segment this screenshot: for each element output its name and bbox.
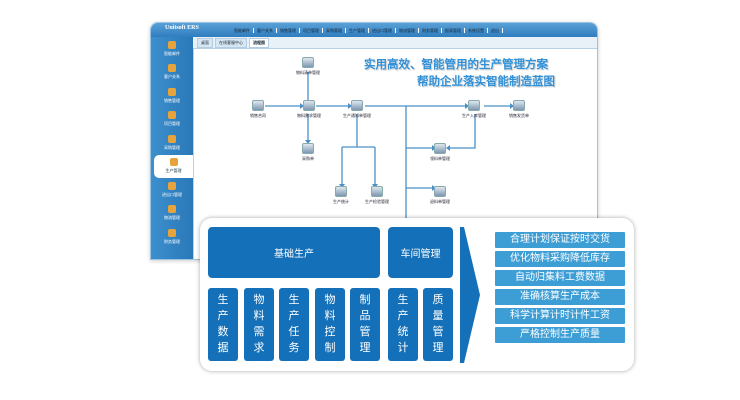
group-workshop: 车间管理 xyxy=(386,225,455,280)
delivery-icon xyxy=(513,100,525,111)
mrp-icon xyxy=(303,100,315,111)
purchase-icon xyxy=(168,134,176,143)
project-icon xyxy=(168,111,176,120)
nav-item[interactable]: 进出口管理 xyxy=(369,28,396,33)
nav-item-logout[interactable]: 退出 xyxy=(488,28,503,33)
return-icon xyxy=(434,186,446,197)
node-mrp[interactable]: 物料需求管理 xyxy=(284,100,334,119)
finance-icon xyxy=(168,228,176,237)
customer-icon xyxy=(168,64,176,73)
benefit-item: 严格控制生产质量 xyxy=(495,327,625,343)
tab-desktop[interactable]: 桌面 xyxy=(197,37,213,48)
logistics-icon xyxy=(168,205,176,214)
node-return[interactable]: 退料单管理 xyxy=(415,186,465,205)
header-bar: Unitsoft ERS 智能邮件客户关系销售管理项目管理采购管理生产管理进出口… xyxy=(151,23,597,37)
nav-item[interactable]: 智能邮件 xyxy=(231,28,254,33)
sidebar-item[interactable]: 财务管理 xyxy=(151,225,193,249)
benefit-item: 准确核算生产成本 xyxy=(495,289,625,305)
node-purchase[interactable]: 采购单 xyxy=(283,143,333,162)
mail-icon xyxy=(168,40,176,49)
nav-item[interactable]: 销售管理 xyxy=(277,28,300,33)
stock-in-icon xyxy=(468,100,480,111)
benefit-item: 合理计划保证按时交货 xyxy=(495,232,625,248)
headline-line1: 实用高效、智能管用的生产管理方案 xyxy=(364,57,548,71)
production-icon xyxy=(169,158,178,167)
group-basic-production: 基础生产 xyxy=(206,225,382,280)
node-sales-contract[interactable]: 销售合同 xyxy=(233,100,283,119)
flowchart-area xyxy=(193,49,597,259)
nav-item[interactable]: 客户关系 xyxy=(254,28,277,33)
node-notice[interactable]: 生产通知单管理 xyxy=(332,100,382,119)
benefit-item: 科学计算计时计件工资 xyxy=(495,308,625,324)
sidebar-item[interactable]: 采购管理 xyxy=(151,131,193,155)
module-column: 质量管理 xyxy=(423,288,453,361)
nav-item[interactable]: 采购管理 xyxy=(323,28,346,33)
sidebar-item[interactable]: 物流管理 xyxy=(151,202,193,226)
module-column: 生产任务 xyxy=(279,288,309,361)
nav-item[interactable]: 系统设置 xyxy=(465,28,488,33)
headline-line2: 帮助企业落实智能制造蓝图 xyxy=(417,74,555,88)
nav-item[interactable]: 项目管理 xyxy=(300,28,323,33)
import-export-icon xyxy=(168,181,176,190)
stats-icon xyxy=(335,186,347,197)
module-column: 物料需求 xyxy=(244,288,274,361)
node-inspection[interactable]: 生产检验管理 xyxy=(352,186,402,205)
sidebar: 智能邮件 客户关系 销售管理 项目管理 采购管理 生产管理 进出口管理 物流管理… xyxy=(151,37,193,259)
node-stock-in[interactable]: 生产入库管理 xyxy=(449,100,499,119)
node-delivery[interactable]: 销售发货单 xyxy=(494,100,544,119)
top-nav: 智能邮件客户关系销售管理项目管理采购管理生产管理进出口管理物流管理财务管理报表管… xyxy=(231,28,503,33)
inspection-icon xyxy=(371,186,383,197)
node-picking[interactable]: 领料单管理 xyxy=(415,143,465,162)
module-column: 制品管理 xyxy=(350,288,380,361)
notice-icon xyxy=(351,100,363,111)
sidebar-item[interactable]: 智能邮件 xyxy=(151,37,193,61)
nav-item[interactable]: 物流管理 xyxy=(396,28,419,33)
sales-icon xyxy=(168,87,176,96)
tab-bar: 桌面 在线客服中心 流程图 xyxy=(193,37,597,49)
bom-icon xyxy=(302,57,314,68)
sidebar-item[interactable]: 进出口管理 xyxy=(151,178,193,202)
node-bom[interactable]: 物料清单管理 xyxy=(283,57,333,76)
module-column: 生产统计 xyxy=(388,288,418,361)
module-column: 生产数据 xyxy=(208,288,238,361)
picking-icon xyxy=(434,143,446,154)
tab-flowchart[interactable]: 流程图 xyxy=(249,37,269,48)
benefit-item: 优化物料采购降低库存 xyxy=(495,251,625,267)
tab-service[interactable]: 在线客服中心 xyxy=(215,37,247,48)
benefit-item: 自动归集料工费数据 xyxy=(495,270,625,286)
contract-icon xyxy=(252,100,264,111)
module-column: 物料控制 xyxy=(315,288,345,361)
sidebar-item[interactable]: 销售管理 xyxy=(151,84,193,108)
purchase-order-icon xyxy=(302,143,314,154)
nav-item[interactable]: 财务管理 xyxy=(419,28,442,33)
node-stats[interactable]: 生产统计 xyxy=(316,186,366,205)
brand-logo: Unitsoft ERS xyxy=(165,25,199,31)
sidebar-item[interactable]: 项目管理 xyxy=(151,108,193,132)
nav-item[interactable]: 生产管理 xyxy=(346,28,369,33)
nav-item[interactable]: 报表管理 xyxy=(442,28,465,33)
sidebar-item-active[interactable]: 生产管理 xyxy=(154,154,193,178)
sidebar-item[interactable]: 客户关系 xyxy=(151,61,193,85)
